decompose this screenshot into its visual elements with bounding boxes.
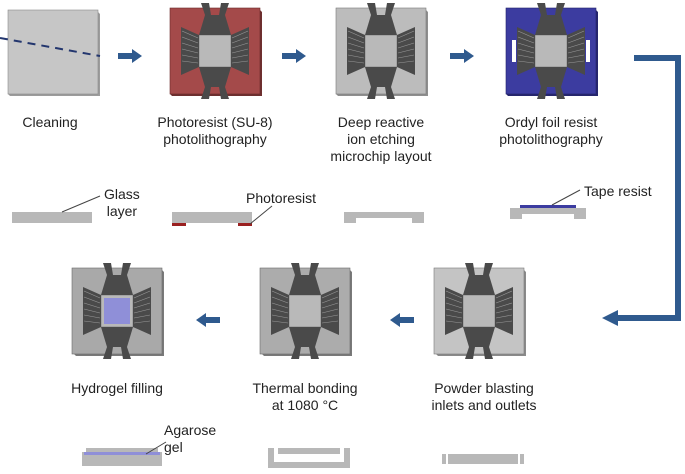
- connector-arrow-icon: [602, 55, 681, 326]
- label-ordyl-line1: Ordyl foil resist: [504, 114, 598, 130]
- label-agarose: Agarose gel: [164, 422, 216, 456]
- label-photoresist: Photoresist: [246, 190, 317, 206]
- label-glass-line2: layer: [106, 203, 138, 219]
- label-drie-line1: Deep reactive: [337, 114, 425, 130]
- arrow-left-icon: [390, 313, 414, 327]
- arrow-right-icon: [450, 49, 474, 63]
- label-blasting: Powder blasting inlets and outlets: [414, 380, 554, 414]
- label-su8-line2: photolithography: [163, 131, 267, 147]
- label-su8: Photoresist (SU-8) photolithography: [150, 114, 280, 148]
- label-ordyl: Ordyl foil resist photolithography: [486, 114, 616, 148]
- plate-cleaning: [0, 9, 101, 96]
- xs-glass: [12, 195, 101, 223]
- label-blasting-line1: Powder blasting: [434, 380, 534, 396]
- label-ordyl-line2: photolithography: [499, 131, 603, 147]
- xs-tape: [510, 189, 586, 219]
- label-drie: Deep reactive ion etching microchip layo…: [316, 114, 446, 165]
- label-agarose-line2: gel: [164, 439, 183, 455]
- xs-drie: [344, 212, 424, 223]
- arrow-right-icon: [282, 49, 306, 63]
- label-glass: Glass layer: [104, 186, 140, 220]
- label-bonding-line2: at 1080 °C: [271, 397, 339, 413]
- label-hydrogel: Hydrogel filling: [71, 380, 163, 396]
- label-glass-line1: Glass: [104, 186, 140, 202]
- xs-agarose: [82, 441, 167, 466]
- label-bonding-line1: Thermal bonding: [252, 380, 358, 396]
- cleaning-line-icon: [0, 37, 101, 57]
- xs-bonding: [268, 448, 350, 468]
- xs-blasting: [442, 454, 524, 464]
- plate-drie: [335, 2, 428, 100]
- label-drie-line2: ion etching: [347, 131, 415, 147]
- xs-photoresist: [172, 205, 273, 226]
- label-tape-resist: Tape resist: [584, 183, 652, 199]
- plate-hydrogel: [71, 262, 164, 360]
- label-su8-line1: Photoresist (SU-8): [157, 114, 273, 130]
- label-blasting-line2: inlets and outlets: [431, 397, 537, 413]
- plate-blasting: [433, 262, 526, 360]
- arrow-left-icon: [196, 313, 220, 327]
- label-bonding: Thermal bonding at 1080 °C: [240, 380, 370, 414]
- plate-bonding: [259, 262, 352, 360]
- arrow-right-icon: [118, 49, 142, 63]
- plate-su8: [169, 2, 262, 100]
- label-drie-line3: microchip layout: [330, 148, 432, 164]
- label-agarose-line1: Agarose: [164, 422, 217, 438]
- plate-ordyl: [505, 2, 598, 100]
- label-cleaning: Cleaning: [22, 114, 78, 130]
